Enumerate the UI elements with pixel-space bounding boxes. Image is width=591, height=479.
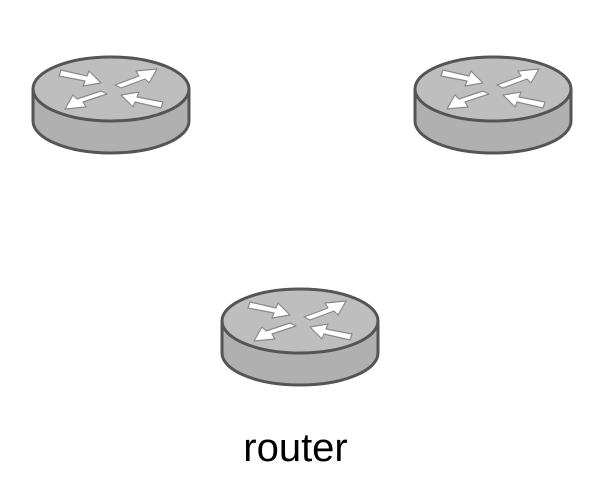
router-icon-graphic (413, 55, 573, 155)
router-icon (29, 52, 193, 158)
router-icon-graphic (220, 287, 380, 387)
router-icon (411, 52, 575, 158)
router-label: router (243, 426, 348, 470)
router-icon (218, 284, 382, 390)
router-icon-graphic (31, 55, 191, 155)
